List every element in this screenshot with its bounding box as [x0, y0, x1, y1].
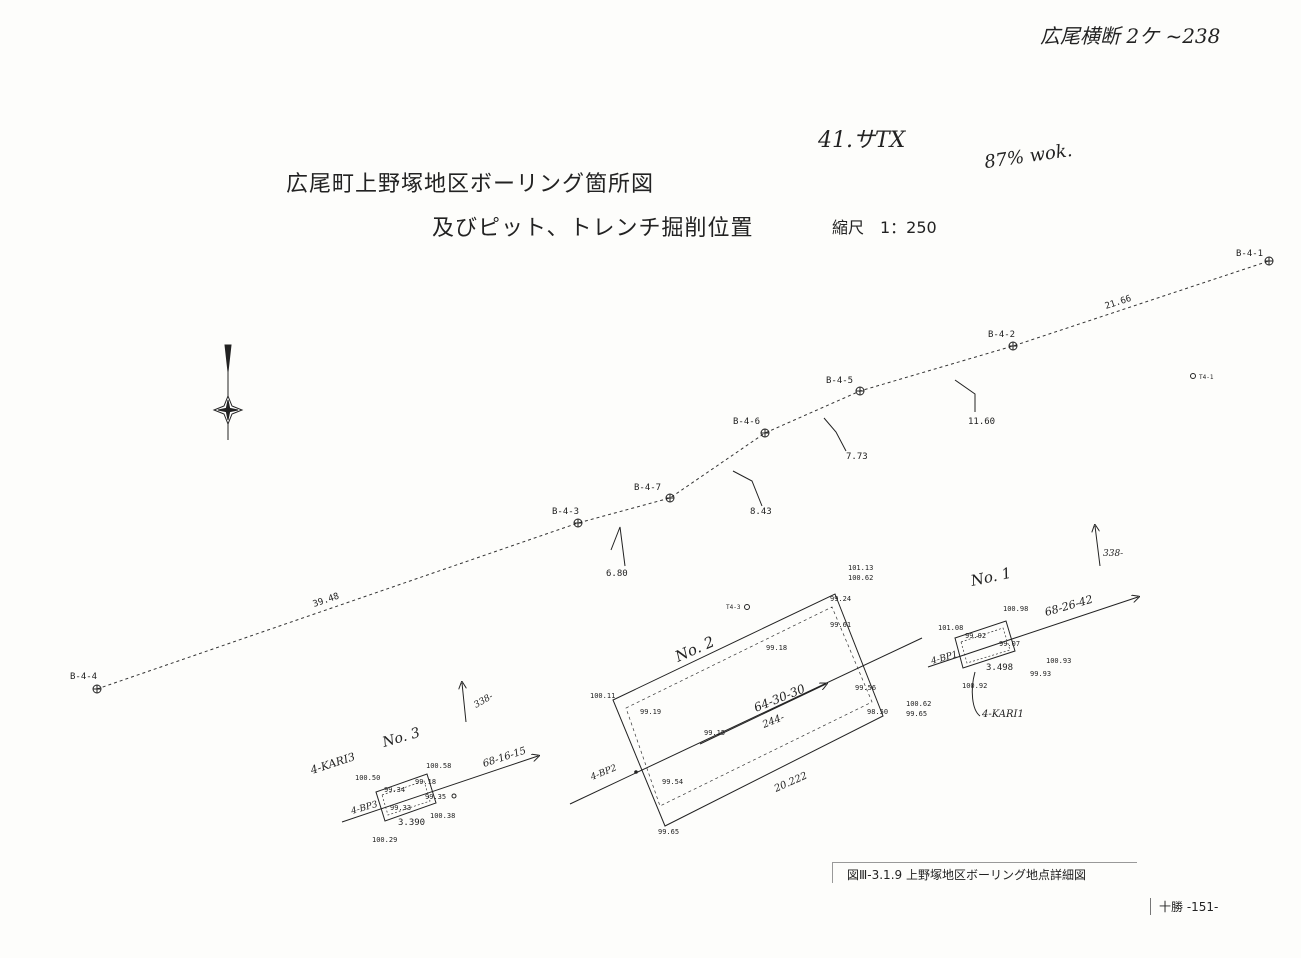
trench-label: No. 3: [380, 725, 422, 751]
svg-text:3.498: 3.498: [986, 663, 1013, 673]
trench-mid: 244-: [760, 712, 786, 731]
svg-text:99.65: 99.65: [906, 710, 927, 718]
trench-2: No. 2 64-30-30 244- 20.222 4-BP2 101.13 …: [569, 564, 931, 836]
borehole-b-4-4: [92, 684, 102, 694]
distance-label: 8.43: [750, 507, 772, 517]
svg-text:100.92: 100.92: [962, 682, 987, 690]
borehole-label: B-4-5: [826, 376, 853, 386]
check-mark-icon: [954, 379, 976, 412]
svg-text:99.24: 99.24: [830, 595, 851, 603]
page-number: 十勝 -151-: [1150, 898, 1218, 915]
trench-direction: 68-16-15: [482, 746, 528, 770]
trench-length: 20.222: [772, 770, 809, 795]
trench-kari: 4-KARI1: [981, 709, 1024, 720]
map-scale: 縮尺 1：250: [832, 218, 937, 237]
trench-station: 4-BP2: [588, 763, 618, 783]
north-arrow-icon: [212, 344, 244, 440]
svg-text:3.390: 3.390: [398, 818, 425, 828]
svg-text:100.38: 100.38: [430, 812, 455, 820]
svg-text:99.18: 99.18: [766, 644, 787, 652]
borehole-b-4-1: [1264, 256, 1274, 266]
map-title-line2: 及びピット、トレンチ掘削位置: [432, 216, 754, 241]
borehole-label: B-4-7: [634, 483, 661, 493]
svg-text:99.93: 99.93: [1030, 670, 1051, 678]
svg-text:100.62: 100.62: [848, 574, 873, 582]
borehole-b-4-2: [1008, 341, 1018, 351]
svg-text:100.50: 100.50: [355, 774, 380, 782]
trench-direction: 68-26-42: [1043, 593, 1094, 619]
svg-text:100.29: 100.29: [372, 836, 397, 844]
distance-label: 39.48: [312, 592, 341, 610]
svg-text:99.65: 99.65: [658, 828, 679, 836]
trench-bearing: 338-: [1103, 549, 1123, 559]
svg-text:99.33: 99.33: [390, 804, 411, 812]
borehole-label: B-4-1: [1236, 249, 1263, 259]
svg-text:99.34: 99.34: [384, 786, 405, 794]
svg-text:99.54: 99.54: [662, 778, 683, 786]
marker-label: T4-3: [726, 604, 741, 611]
svg-text:99.15: 99.15: [704, 729, 725, 737]
distance-label: 11.60: [968, 417, 995, 427]
svg-text:100.58: 100.58: [426, 762, 451, 770]
svg-text:101.08: 101.08: [938, 624, 963, 632]
svg-text:99.02: 99.02: [965, 632, 986, 640]
borehole-label: B-4-3: [552, 507, 579, 517]
trench-3: No. 3 338- 68-16-15 4-BP3 4-KARI3 100.50…: [308, 683, 538, 844]
svg-text:99.07: 99.07: [999, 640, 1020, 648]
borehole-b-4-6: [760, 428, 770, 438]
marker-label: T4-1: [1199, 374, 1214, 381]
map-title-line1: 広尾町上野塚地区ボーリング箇所図: [286, 172, 655, 197]
check-mark-icon: [823, 417, 847, 452]
svg-text:100.62: 100.62: [906, 700, 931, 708]
svg-text:99.19: 99.19: [640, 708, 661, 716]
svg-text:100.93: 100.93: [1046, 657, 1071, 665]
svg-text:100.98: 100.98: [1003, 605, 1028, 613]
borehole-b-4-5: [855, 386, 865, 396]
trench-kari: 4-KARI3: [308, 750, 357, 777]
borehole-label: B-4-6: [733, 417, 760, 427]
trench-direction: 64-30-30: [752, 681, 808, 714]
borehole-label: B-4-2: [988, 330, 1015, 340]
svg-text:98.50: 98.50: [867, 708, 888, 716]
svg-text:99.35: 99.35: [425, 793, 446, 801]
svg-text:99.56: 99.56: [855, 684, 876, 692]
distance-label: 6.80: [606, 569, 628, 579]
svg-text:99.18: 99.18: [415, 778, 436, 786]
svg-text:100.11: 100.11: [590, 692, 615, 700]
trench-station: 4-BP1: [929, 650, 959, 667]
distance-label: 21.66: [1104, 294, 1133, 312]
borehole-traverse-line: [96, 260, 1270, 690]
handwritten-note-top: 広尾横断 2ケ ~238: [1040, 24, 1221, 48]
trench-label: No. 1: [968, 564, 1013, 590]
marker-t4-3-icon: [744, 604, 750, 610]
check-mark-icon: [732, 470, 763, 507]
figure-caption: 図Ⅲ-3.1.9 上野塚地区ボーリング地点詳細図: [832, 862, 1137, 883]
svg-text:99.61: 99.61: [830, 621, 851, 629]
borehole-label: B-4-4: [70, 672, 97, 682]
distance-label: 7.73: [846, 452, 868, 462]
handwritten-code: 41.サTX: [818, 128, 906, 153]
svg-text:101.13: 101.13: [848, 564, 873, 572]
trench-bearing: 338-: [473, 692, 496, 711]
borehole-b-4-3: [573, 518, 583, 528]
borehole-b-4-7: [665, 493, 675, 503]
check-mark-icon: [610, 526, 626, 567]
marker-t4-1-icon: [1190, 373, 1196, 379]
trench-1: No. 1 338- 68-26-42 4-BP1 4-KARI1 100.98…: [927, 526, 1138, 720]
